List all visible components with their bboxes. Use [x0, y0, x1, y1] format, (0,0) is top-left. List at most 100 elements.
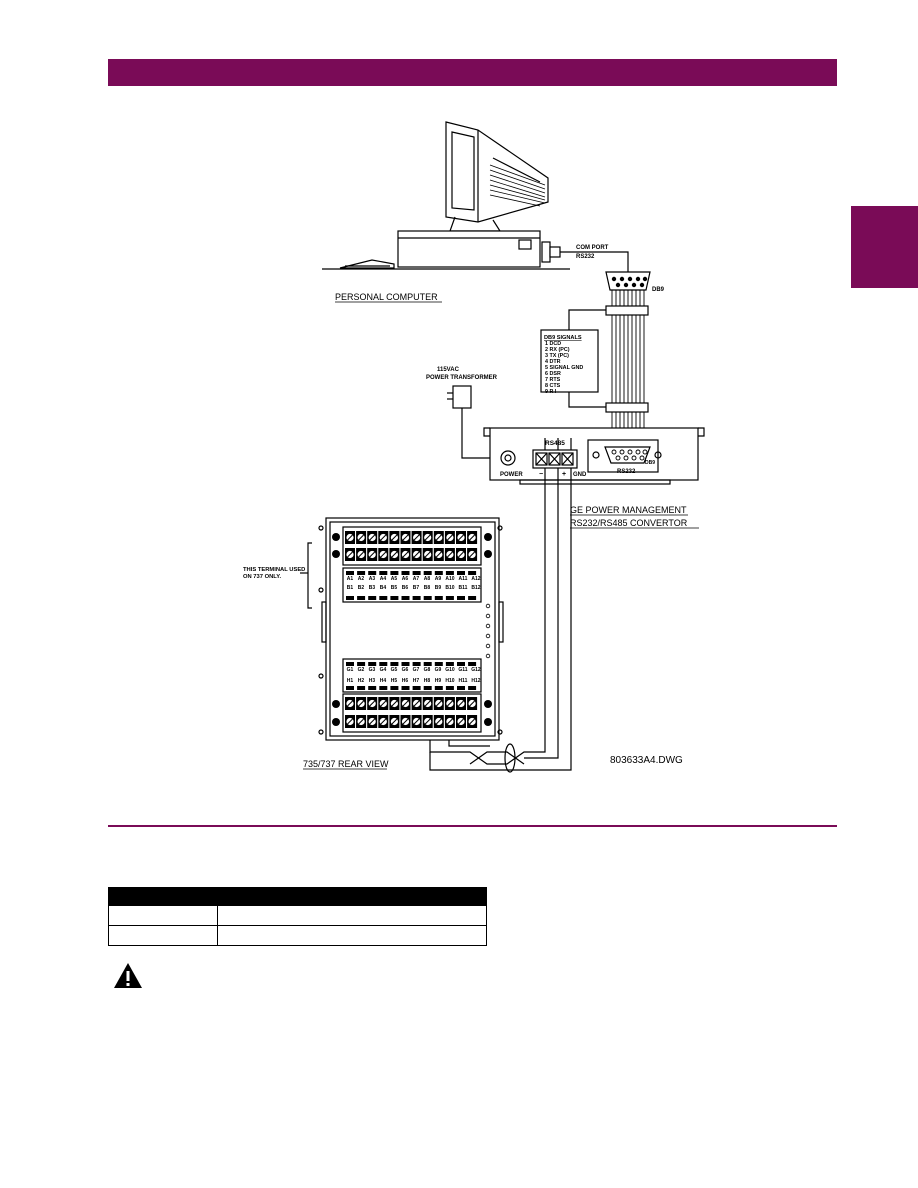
table-cell [217, 925, 487, 946]
terminal-screw-slot [380, 534, 387, 541]
terminal-label: B10 [445, 585, 454, 591]
terminal-tab [379, 662, 388, 666]
terminal-screw-slot [358, 551, 364, 558]
table-cell [108, 925, 218, 946]
terminal-tab [379, 596, 388, 600]
terminal-screw-slot [458, 718, 464, 725]
terminal-screw-slot [347, 551, 353, 558]
terminal-note-2: ON 737 ONLY. [243, 574, 282, 580]
terminal-tab [390, 686, 399, 690]
terminal-screw-slot [369, 534, 376, 541]
terminal-tab [468, 662, 477, 666]
terminal-screw-slot [469, 700, 475, 707]
relay-screws [332, 531, 492, 728]
terminal-label: A2 [358, 576, 365, 582]
terminal-tab [434, 686, 443, 690]
terminal-tab [390, 662, 399, 666]
table-row [108, 905, 487, 926]
db9-signal: 7 RTS [545, 377, 561, 383]
personal-computer [322, 121, 651, 291]
terminal-label: H9 [435, 678, 442, 684]
terminal-screw-slot [469, 551, 475, 558]
convertor-db9-label: DB9 [645, 460, 655, 466]
terminal-tab [445, 662, 454, 666]
terminal-label: A9 [435, 576, 442, 582]
header-bar [108, 59, 837, 86]
minus-label: − [539, 471, 543, 478]
terminal-labels-h: H1 H2 H3 H4 H5 H6 H7 H8 H9 H10 H11 H12 [347, 678, 481, 684]
terminal-label: G4 [380, 667, 387, 673]
terminal-label: G5 [391, 667, 398, 673]
terminal-label: A5 [391, 576, 398, 582]
terminal-label: G7 [413, 667, 420, 673]
convertor-title-1: GE POWER MANAGEMENT [570, 505, 687, 515]
terminal-label: H4 [380, 678, 387, 684]
rear-view-label: 735/737 REAR VIEW [303, 759, 389, 769]
terminal-label: B5 [391, 585, 398, 591]
terminal-label: H12 [471, 678, 480, 684]
terminal-label: A4 [380, 576, 387, 582]
terminal-screw-slot [413, 534, 420, 541]
terminal-label: G12 [471, 667, 481, 673]
terminal-screw-slot [391, 551, 398, 558]
terminal-labels-g: G1 G2 G3 G4 G5 G6 G7 G8 G9 G10 G11 G12 [347, 667, 481, 673]
terminal-tab [468, 596, 477, 600]
terminal-screw-slot [380, 718, 387, 725]
terminal-label: A7 [413, 576, 420, 582]
terminal-label: H10 [445, 678, 454, 684]
terminal-tab [401, 596, 410, 600]
terminal-tab [412, 596, 421, 600]
terminal-screw-slot [435, 551, 442, 558]
terminal-label: B8 [424, 585, 431, 591]
plus-label: + [562, 471, 566, 478]
terminal-screw-slot [380, 700, 387, 707]
db9-signal: 9 R I [545, 389, 557, 395]
terminal-tab [468, 571, 477, 575]
terminal-label: B4 [380, 585, 387, 591]
db9-signals-title: DB9 SIGNALS [544, 335, 582, 341]
terminal-tab [357, 596, 366, 600]
data-table [108, 887, 487, 946]
section-divider [108, 825, 837, 827]
terminal-screw-slot [369, 718, 376, 725]
terminal-tab [434, 571, 443, 575]
com-port-rs232-label: RS232 [576, 254, 595, 260]
rs485-cable [429, 468, 572, 773]
terminal-screw-slot [347, 534, 353, 541]
terminal-screw-slot [413, 551, 420, 558]
terminal-note-1: THIS TERMINAL USED [243, 567, 305, 573]
terminal-label: G6 [402, 667, 409, 673]
terminal-screw-slot [380, 551, 387, 558]
terminal-tab [357, 571, 366, 575]
rs485-label: RS485 [545, 440, 565, 447]
terminal-screw-slot [424, 551, 431, 558]
terminal-screw-slot [369, 700, 376, 707]
terminal-screw-slot [402, 551, 409, 558]
terminal-screw-slot [458, 534, 464, 541]
db9-signal: 1 DCD [545, 341, 561, 347]
table-cell [217, 905, 487, 926]
terminal-tab [357, 686, 366, 690]
terminal-label: A6 [402, 576, 409, 582]
terminal-tab [357, 662, 366, 666]
terminal-label: H5 [391, 678, 398, 684]
terminal-label: G1 [347, 667, 354, 673]
terminal-screw-slot [402, 700, 409, 707]
terminal-label: H2 [358, 678, 365, 684]
db9-signal: 3 TX (PC) [545, 353, 569, 359]
transformer-voltage-label: 115VAC [437, 367, 460, 373]
db9-signal: 4 DTR [545, 359, 561, 365]
terminal-tab [401, 662, 410, 666]
terminal-label: A3 [369, 576, 376, 582]
terminal-screw-slot [469, 718, 475, 725]
terminal-tab [457, 571, 465, 575]
terminal-screw-slot [391, 534, 398, 541]
db9-signals-box: DB9 SIGNALS 1 DCD 2 RX (PC) 3 TX (PC) 4 … [544, 335, 583, 395]
terminal-tab [445, 686, 454, 690]
drawing-number: 803633A4.DWG [610, 755, 683, 766]
terminal-tab [346, 662, 354, 666]
terminal-screw-slot [369, 551, 376, 558]
terminal-screw-slot [402, 534, 409, 541]
terminal-label: B3 [369, 585, 376, 591]
